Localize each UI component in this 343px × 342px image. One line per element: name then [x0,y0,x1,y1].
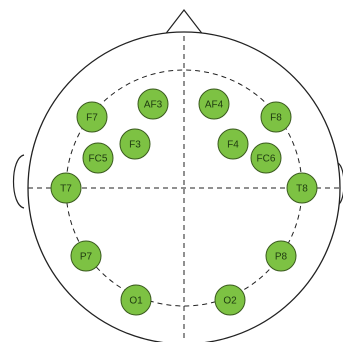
electrode-f4: F4 [217,128,249,160]
electrode-o2-label: O2 [223,296,237,307]
electrode-p8: P8 [265,240,297,272]
electrode-f7-dot [76,101,108,133]
electrode-fc6: FC6 [250,142,282,174]
electrode-t7-label: T7 [60,184,72,195]
electrode-af3-label: AF3 [144,100,163,111]
electrode-p7-label: P7 [80,252,93,263]
electrode-fc5: FC5 [82,142,114,174]
electrode-f4-dot [217,128,249,160]
electrode-o2: O2 [214,284,246,316]
electrode-t8-dot [286,172,318,204]
electrode-o2-dot [214,284,246,316]
electrode-o1: O1 [120,284,152,316]
electrode-f7-label: F7 [86,113,98,124]
electrode-f3-dot [119,128,151,160]
electrode-f8: F8 [260,101,292,133]
electrode-p7: P7 [70,240,102,272]
electrode-fc5-label: FC5 [89,154,108,165]
electrode-fc6-dot [250,142,282,174]
electrode-p8-dot [265,240,297,272]
electrode-af4: AF4 [198,88,230,120]
electrode-t7: T7 [50,172,82,204]
electrode-f3-label: F3 [129,140,141,151]
electrode-p7-dot [70,240,102,272]
electrode-af3-dot [137,88,169,120]
left-ear [13,154,25,209]
electrode-f8-label: F8 [270,113,282,124]
electrode-af4-dot [198,88,230,120]
electrode-fc6-label: FC6 [257,154,276,165]
electrode-f4-label: F4 [227,140,239,151]
electrode-af4-label: AF4 [205,100,224,111]
electrode-o1-dot [120,284,152,316]
electrode-f8-dot [260,101,292,133]
electrode-o1-label: O1 [129,296,143,307]
electrode-fc5-dot [82,142,114,174]
electrode-t7-dot [50,172,82,204]
electrode-af3: AF3 [137,88,169,120]
electrode-f3: F3 [119,128,151,160]
electrode-t8: T8 [286,172,318,204]
electrode-f7: F7 [76,101,108,133]
electrode-p8-label: P8 [275,252,288,263]
electrode-t8-label: T8 [296,184,308,195]
